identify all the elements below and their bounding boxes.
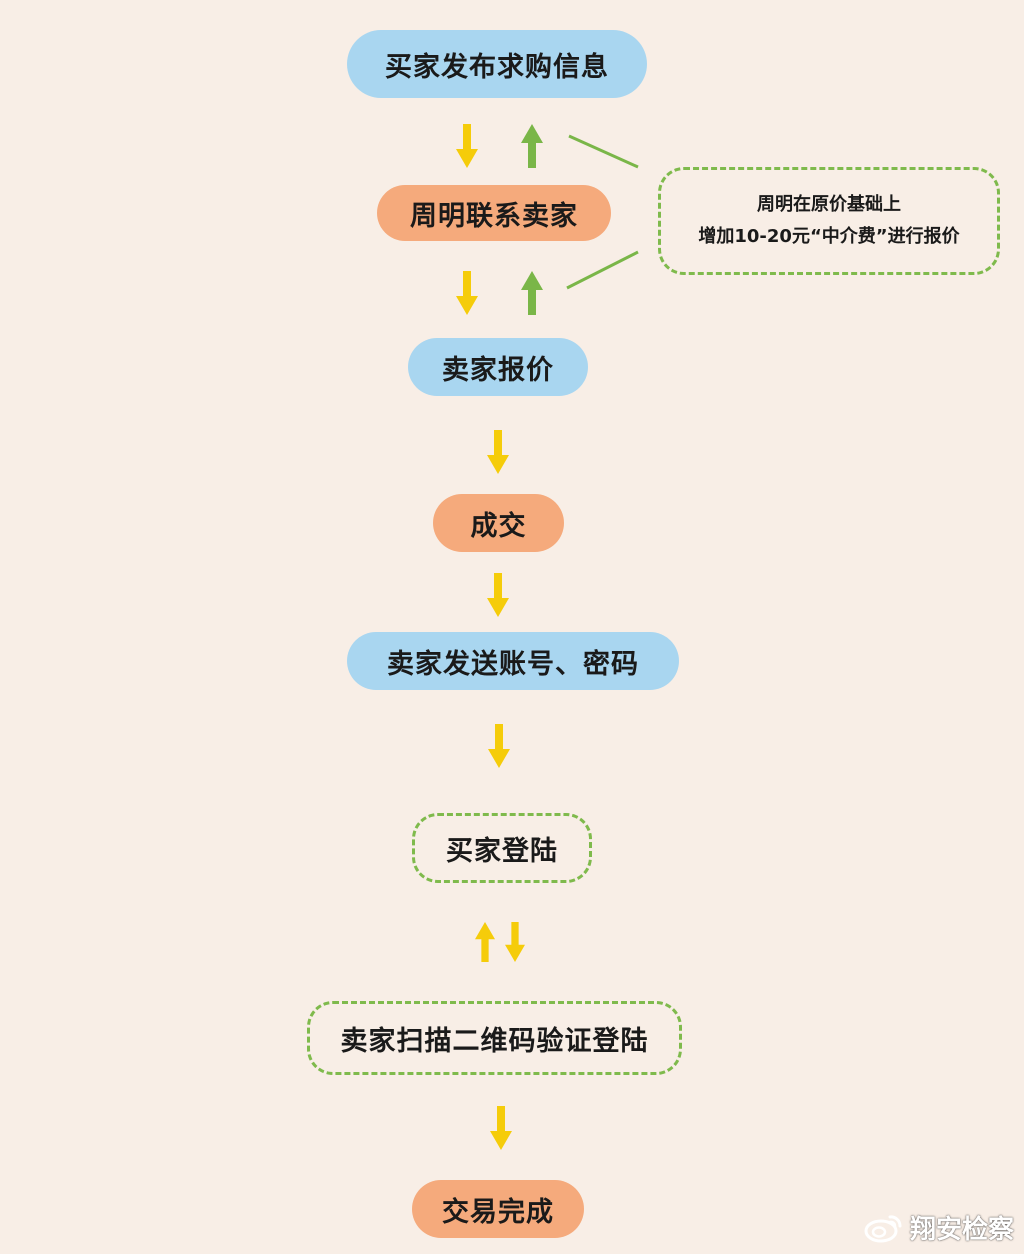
down-arrow-3 (487, 430, 509, 474)
up-arrow-1 (521, 124, 543, 168)
down-arrow-7 (490, 1106, 512, 1150)
step-seller-scans-qr: 卖家扫描二维码验证登陆 (307, 1001, 682, 1075)
step-label: 卖家报价 (442, 354, 554, 386)
step-label: 卖家发送账号、密码 (387, 648, 639, 680)
note-line-2: 增加10-20元“中介费”进行报价 (698, 226, 960, 247)
down-arrow-5 (488, 724, 510, 768)
down-arrow-1 (456, 124, 478, 168)
step-label: 卖家扫描二维码验证登陆 (340, 1025, 649, 1057)
up-arrow-6 (475, 922, 495, 962)
down-arrow-2 (456, 271, 478, 315)
step-seller-sends-credentials: 卖家发送账号、密码 (347, 632, 679, 690)
step-label: 成交 (470, 510, 527, 542)
markup-note-box: 周明在原价基础上 增加10-20元“中介费”进行报价 (658, 167, 1000, 275)
step-label: 交易完成 (442, 1196, 554, 1228)
step-label: 周明联系卖家 (410, 200, 578, 232)
watermark-text: 翔安检察 (909, 1215, 1014, 1245)
down-arrow-6 (505, 922, 525, 962)
down-arrow-4 (487, 573, 509, 617)
step-label: 买家登陆 (446, 835, 558, 867)
step-seller-quotes: 卖家报价 (408, 338, 588, 396)
watermark: 翔安检察 (864, 1209, 1014, 1246)
step-label: 买家发布求购信息 (385, 51, 609, 83)
step-buyer-logs-in: 买家登陆 (412, 813, 592, 883)
note-line-1: 周明在原价基础上 (757, 194, 901, 215)
step-zhouming-contacts-seller: 周明联系卖家 (377, 185, 611, 241)
step-buyer-posts-request: 买家发布求购信息 (347, 30, 647, 98)
note-connector-top (568, 134, 639, 169)
step-transaction-complete: 交易完成 (412, 1180, 584, 1238)
weibo-icon (864, 1214, 902, 1242)
step-deal-closed: 成交 (433, 494, 564, 552)
note-connector-bottom (566, 250, 639, 290)
up-arrow-2 (521, 271, 543, 315)
